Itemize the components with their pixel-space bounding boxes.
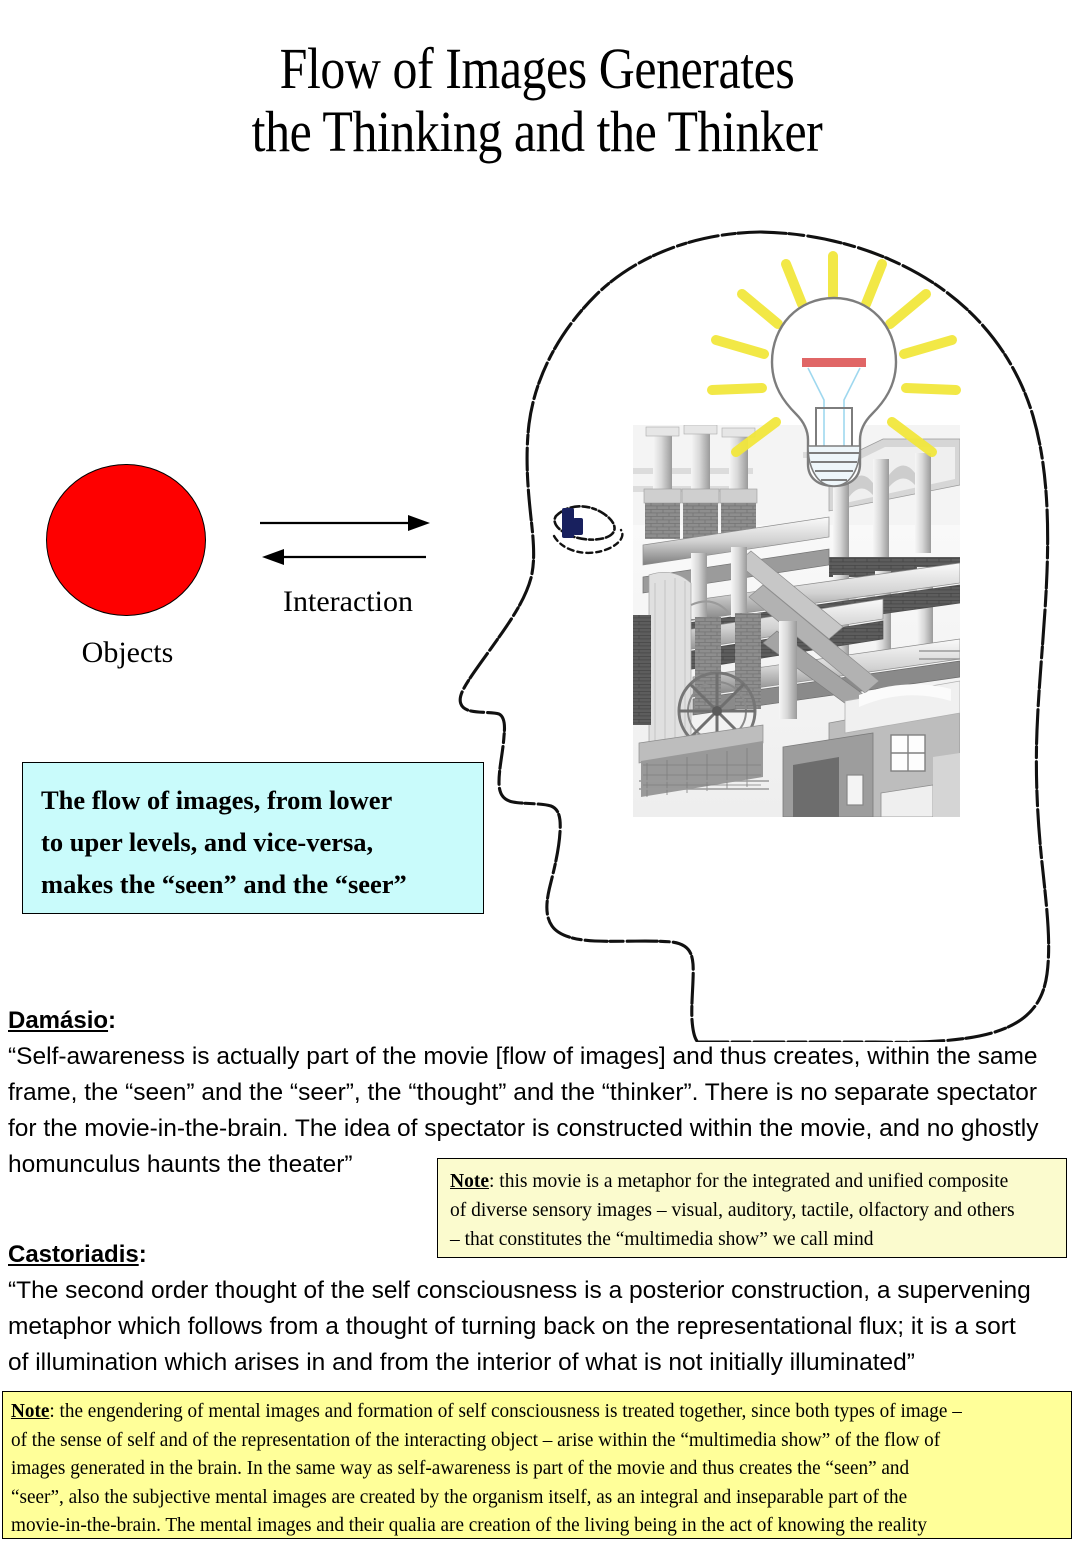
damasio-line-4: homunculus haunts the theater” xyxy=(8,1151,353,1178)
damasio-line-2: frame, the “seen” and the “seer”, the “t… xyxy=(8,1079,1038,1106)
note-engendering-line-3: images generated in the brain. In the sa… xyxy=(11,1458,910,1479)
note-engendering-line-1: Note: the engendering of mental images a… xyxy=(11,1398,1055,1427)
bidirectional-arrow-icon xyxy=(260,515,430,565)
note-engendering-line-2: of the sense of self and of the represen… xyxy=(11,1429,941,1451)
page-title-line-1: Flow of Images Generates xyxy=(279,36,795,101)
note-movie-line-1: Note: this movie is a metaphor for the i… xyxy=(450,1167,1066,1196)
interaction-label: Interaction xyxy=(283,585,413,618)
flow-of-images-callout: The flow of images, from lower to uper l… xyxy=(22,762,484,914)
eye-icon xyxy=(552,505,624,555)
note-engendering-label: Note xyxy=(11,1401,50,1422)
page-title-line-2: the Thinking and the Thinker xyxy=(251,98,823,164)
castoriadis-line-1: “The second order thought of the self co… xyxy=(8,1277,1031,1304)
note-movie-colon: : xyxy=(488,1171,500,1192)
note-movie-label: Note xyxy=(450,1171,489,1192)
lightbulb-illustration xyxy=(690,250,975,510)
note-movie-text-1: this movie is a metaphor for the integra… xyxy=(499,1171,1009,1192)
note-movie-line-3: – that constitutes the “multimedia show”… xyxy=(450,1229,874,1250)
bulb-screw-base xyxy=(807,445,861,487)
bulb-filament-bar xyxy=(802,358,866,367)
page-title: Flow of Images Generates the Thinking an… xyxy=(75,36,999,164)
damasio-name: Damásio xyxy=(8,1007,109,1034)
damasio-line-3: for the movie-in-the-brain. The idea of … xyxy=(8,1115,1039,1142)
objects-red-circle xyxy=(46,464,206,616)
note-engendering: Note: the engendering of mental images a… xyxy=(2,1391,1072,1539)
note-movie-line-2: of diverse sensory images – visual, audi… xyxy=(450,1200,1015,1221)
light-rays xyxy=(707,251,961,457)
castoriadis-line-3: of illumination which arises in and from… xyxy=(8,1349,915,1376)
head-outline-icon xyxy=(458,230,1051,1042)
escher-engraving xyxy=(633,425,960,817)
callout-line-3: makes the “seen” and the “seer” xyxy=(41,869,407,899)
lightbulb-icon xyxy=(707,251,961,488)
damasio-speaker-label: Damásio: xyxy=(8,1003,1074,1039)
castoriadis-quote-block: Castoriadis: “The second order thought o… xyxy=(8,1237,1074,1381)
note-engendering-text-1: the engendering of mental images and for… xyxy=(59,1401,962,1422)
head-profile-illustration xyxy=(455,222,1074,1042)
callout-line-2: to uper levels, and vice-versa, xyxy=(41,827,374,857)
castoriadis-name: Castoriadis xyxy=(8,1241,139,1268)
damasio-quote-block: Damásio: “Self-awareness is actually par… xyxy=(8,1003,1074,1183)
castoriadis-speaker-label: Castoriadis: xyxy=(8,1237,1074,1273)
note-engendering-line-5: movie-in-the-brain. The mental images an… xyxy=(11,1515,927,1536)
castoriadis-line-2: metaphor which follows from a thought of… xyxy=(8,1313,1016,1340)
note-movie-metaphor: Note: this movie is a metaphor for the i… xyxy=(437,1158,1067,1258)
damasio-line-1: “Self-awareness is actually part of the … xyxy=(8,1043,1038,1070)
castoriadis-colon: : xyxy=(138,1241,147,1268)
interaction-arrows xyxy=(258,508,434,570)
escher-waterfall-image xyxy=(633,425,960,817)
damasio-colon: : xyxy=(108,1007,117,1034)
objects-label: Objects xyxy=(81,636,174,669)
note-engendering-line-4: “seer”, also the subjective mental image… xyxy=(11,1486,908,1508)
note-engendering-colon: : xyxy=(49,1401,60,1422)
callout-line-1: The flow of images, from lower xyxy=(41,785,393,815)
